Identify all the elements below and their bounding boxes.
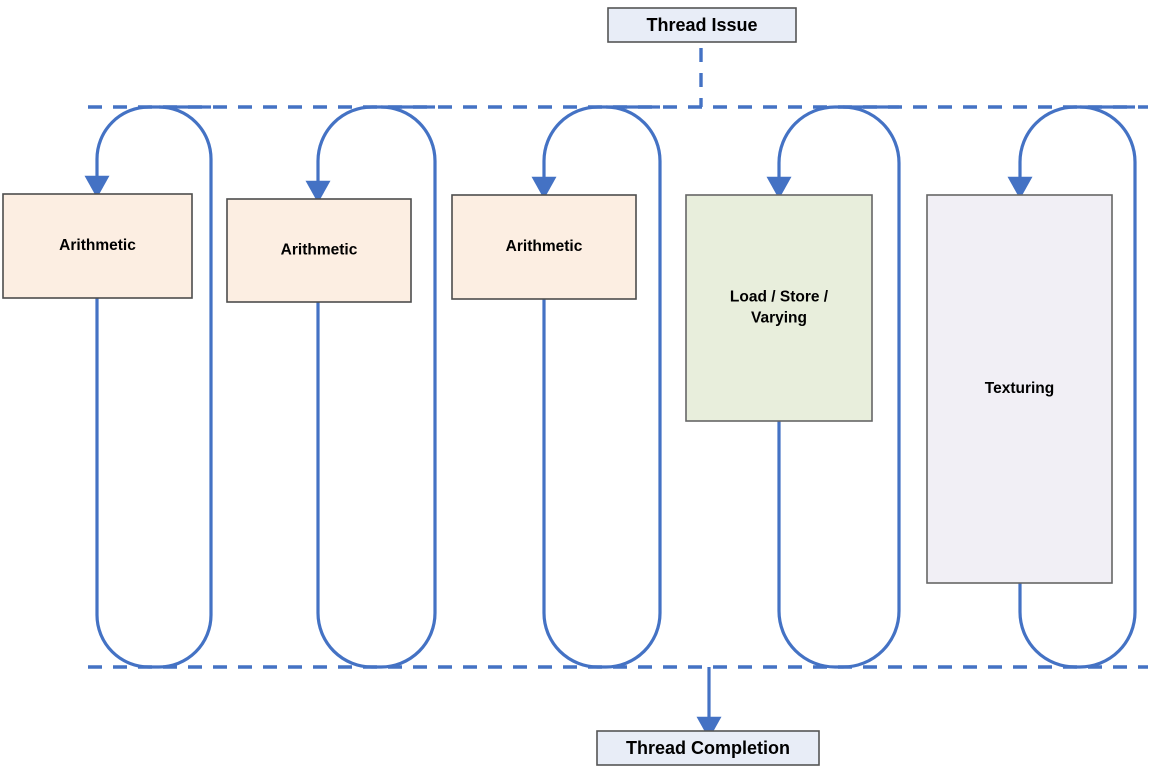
loop-entry-arrow-1 bbox=[84, 105, 211, 199]
loop-return-path-5 bbox=[1018, 105, 1137, 669]
loop-return-path-3 bbox=[542, 105, 662, 669]
stage-label: Arithmetic bbox=[506, 238, 583, 255]
stage-box bbox=[2, 193, 193, 299]
stage-node-texturing-5[interactable]: Texturing bbox=[926, 194, 1113, 584]
loop-return-path-2 bbox=[316, 105, 437, 669]
loop-entry-arrow-5 bbox=[1007, 105, 1135, 200]
thread-issue-box bbox=[607, 7, 797, 43]
stage-label: Arithmetic bbox=[281, 242, 358, 259]
loop-entry-arrow-2 bbox=[305, 105, 435, 204]
stage-label: Varying bbox=[751, 310, 807, 327]
stage-box bbox=[685, 194, 873, 422]
stage-label: Load / Store / bbox=[730, 289, 829, 306]
loop-entry-arrow-3 bbox=[531, 105, 660, 200]
stage-box bbox=[226, 198, 412, 303]
stage-node-arithmetic-3[interactable]: Arithmetic bbox=[451, 194, 637, 300]
stage-node-loadstore-4[interactable]: Load / Store / Varying bbox=[685, 194, 873, 422]
thread-completion-label: Thread Completion bbox=[626, 738, 790, 758]
stage-label: Texturing bbox=[985, 380, 1054, 397]
stage-node-arithmetic-1[interactable]: Arithmetic bbox=[2, 193, 193, 299]
thread-completion-node[interactable]: Thread Completion bbox=[596, 730, 820, 766]
stage-label: Arithmetic bbox=[59, 237, 136, 254]
pipeline-loop-layer bbox=[84, 105, 1137, 669]
thread-completion-box bbox=[596, 730, 820, 766]
stage-node-arithmetic-2[interactable]: Arithmetic bbox=[226, 198, 412, 303]
thread-issue-label: Thread Issue bbox=[646, 15, 757, 35]
stage-box bbox=[926, 194, 1113, 584]
loop-return-path-4 bbox=[777, 105, 901, 669]
loop-return-path-1 bbox=[95, 105, 213, 669]
loop-entry-arrow-4 bbox=[766, 105, 899, 200]
stage-box bbox=[451, 194, 637, 300]
thread-issue-node[interactable]: Thread Issue bbox=[607, 7, 797, 43]
